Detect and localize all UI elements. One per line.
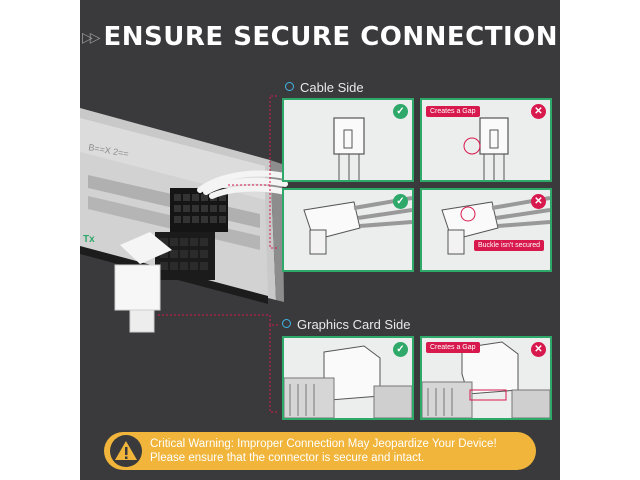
- buckle-unsecured-illustration: [441, 196, 550, 255]
- cross-icon: ✕: [531, 194, 546, 209]
- cross-icon: ✕: [531, 342, 546, 357]
- panel-gpu-wrong: Creates a Gap ✕: [420, 336, 552, 420]
- buckle-not-secured-tag: Buckle isn't secured: [474, 240, 545, 251]
- warning-line-2: Please ensure that the connector is secu…: [150, 452, 425, 464]
- circle-icon: [282, 319, 291, 328]
- infographic: B==X 2== Tx: [80, 0, 560, 480]
- gpu-socket-gap-illustration: [422, 341, 550, 418]
- check-icon: ✓: [393, 342, 408, 357]
- cable-side-label: Cable Side: [285, 80, 364, 95]
- warning-banner: Critical Warning: Improper Connection Ma…: [104, 432, 536, 470]
- warning-line-1: Critical Warning: Improper Connection Ma…: [150, 438, 497, 450]
- panel-buckle-wrong: Buckle isn't secured ✕: [420, 188, 552, 272]
- graphics-card-side-text: Graphics Card Side: [297, 317, 411, 332]
- double-chevron-icon: ▷▷: [81, 30, 100, 46]
- graphics-card-side-label: Graphics Card Side: [282, 317, 410, 332]
- cross-icon: ✕: [531, 104, 546, 119]
- cable-side-text: Cable Side: [300, 80, 364, 95]
- warning-triangle-icon: [115, 441, 137, 460]
- connector-latch-correct-illustration: [333, 117, 365, 180]
- gpu-connector-illustration: B==X 2== Tx: [80, 95, 288, 413]
- gpu-socket-correct-illustration: [284, 345, 412, 418]
- warning-icon-circle: [110, 435, 142, 467]
- creates-gap-tag: Creates a Gap: [426, 106, 480, 117]
- panel-gpu-correct: ✓: [282, 336, 414, 420]
- circle-icon: [285, 82, 294, 91]
- panel-cable-correct: ✓: [282, 98, 414, 182]
- buckle-secured-illustration: [303, 196, 412, 255]
- title-text: ENSURE SECURE CONNECTION: [103, 22, 559, 52]
- creates-gap-tag: Creates a Gap: [426, 342, 480, 353]
- svg-text:Tx: Tx: [83, 234, 95, 245]
- warning-text: Critical Warning: Improper Connection Ma…: [150, 437, 497, 465]
- panel-cable-wrong: Creates a Gap ✕: [420, 98, 552, 182]
- check-icon: ✓: [393, 194, 408, 209]
- check-icon: ✓: [393, 104, 408, 119]
- connector-latch-gap-illustration: [463, 117, 509, 180]
- page-title: ▷▷ENSURE SECURE CONNECTION: [80, 22, 560, 52]
- panel-buckle-correct: ✓: [282, 188, 414, 272]
